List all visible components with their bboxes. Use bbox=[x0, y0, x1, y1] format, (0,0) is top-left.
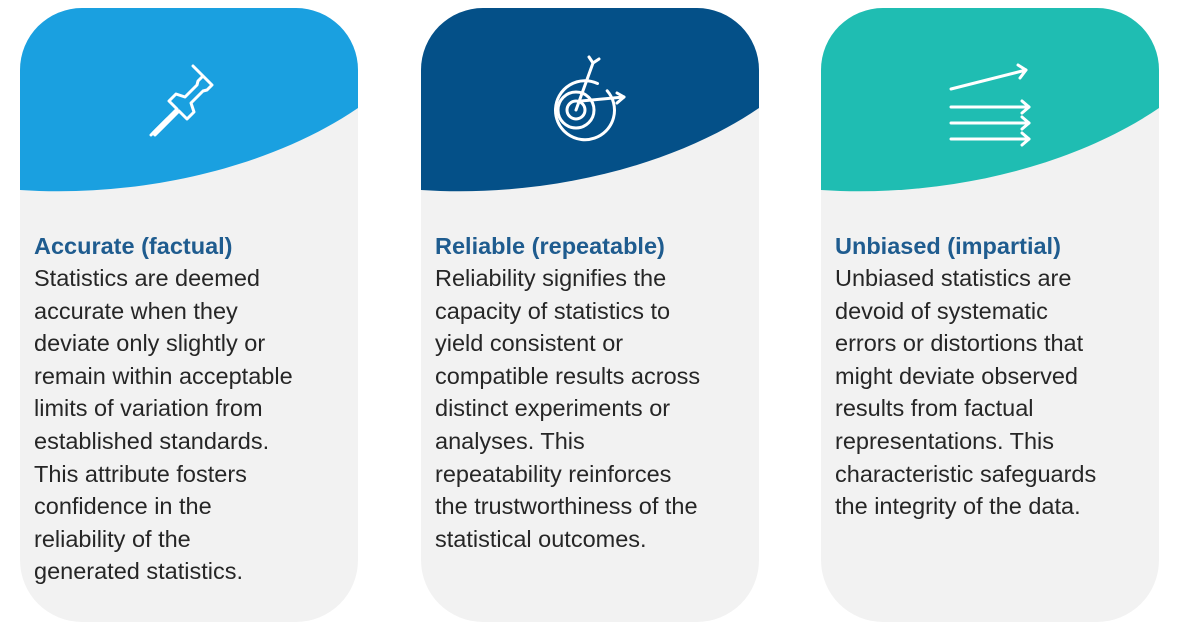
description-line: errors or distortions that bbox=[835, 330, 1084, 357]
description-line: Statistics are deemed bbox=[34, 265, 260, 291]
description-line: confidence in the bbox=[34, 493, 212, 520]
card-title: Unbiased (impartial) bbox=[835, 233, 1061, 259]
description-line: established standards. bbox=[34, 427, 270, 454]
card-header-shape bbox=[20, 8, 358, 192]
card-body: Unbiased (impartial) Unbiased statistics… bbox=[835, 230, 1153, 523]
description-line: reliability of the bbox=[34, 525, 191, 552]
pushpin-icon bbox=[149, 64, 214, 137]
description-line: characteristic safeguards bbox=[835, 460, 1097, 487]
description-line: capacity of statistics to bbox=[435, 297, 671, 324]
description-line: might deviate observed bbox=[835, 362, 1078, 389]
card-description: Statistics are deemed accurate when they… bbox=[34, 262, 352, 588]
target-arrows-icon bbox=[554, 55, 626, 142]
description-line: distinct experiments or bbox=[435, 395, 671, 422]
card-title: Reliable (repeatable) bbox=[435, 233, 665, 259]
accurate-card: Accurate (factual) Statistics are deemed… bbox=[20, 8, 358, 622]
description-line: remain within acceptable bbox=[34, 362, 293, 389]
description-line: yield consistent or bbox=[435, 330, 624, 357]
description-line: compatible results across bbox=[435, 362, 701, 389]
description-line: analyses. This bbox=[435, 427, 585, 454]
description-line: results from factual bbox=[835, 395, 1034, 422]
card-title: Accurate (factual) bbox=[34, 233, 233, 259]
card-body: Accurate (factual) Statistics are deemed… bbox=[34, 230, 352, 588]
card-header-shape bbox=[821, 8, 1159, 192]
description-line: Unbiased statistics are bbox=[835, 265, 1072, 291]
description-line: deviate only slightly or bbox=[34, 330, 266, 357]
description-line: Reliability signifies the bbox=[435, 265, 667, 291]
unbiased-card: Unbiased (impartial) Unbiased statistics… bbox=[821, 8, 1159, 622]
description-line: the integrity of the data. bbox=[835, 493, 1081, 520]
diverging-arrows-icon bbox=[949, 63, 1031, 147]
description-line: generated statistics. bbox=[34, 558, 243, 585]
description-line: devoid of systematic bbox=[835, 297, 1048, 324]
description-line: limits of variation from bbox=[34, 395, 263, 422]
card-description: Unbiased statistics are devoid of system… bbox=[835, 262, 1153, 523]
reliable-card: Reliable (repeatable) Reliability signif… bbox=[421, 8, 759, 622]
description-line: repeatability reinforces bbox=[435, 460, 672, 487]
description-line: statistical outcomes. bbox=[435, 525, 647, 552]
description-line: the trustworthiness of the bbox=[435, 493, 698, 520]
card-description: Reliability signifies the capacity of st… bbox=[435, 262, 753, 555]
description-line: This attribute fosters bbox=[34, 460, 247, 487]
card-body: Reliable (repeatable) Reliability signif… bbox=[435, 230, 753, 555]
description-line: representations. This bbox=[835, 427, 1055, 454]
description-line: accurate when they bbox=[34, 297, 238, 324]
